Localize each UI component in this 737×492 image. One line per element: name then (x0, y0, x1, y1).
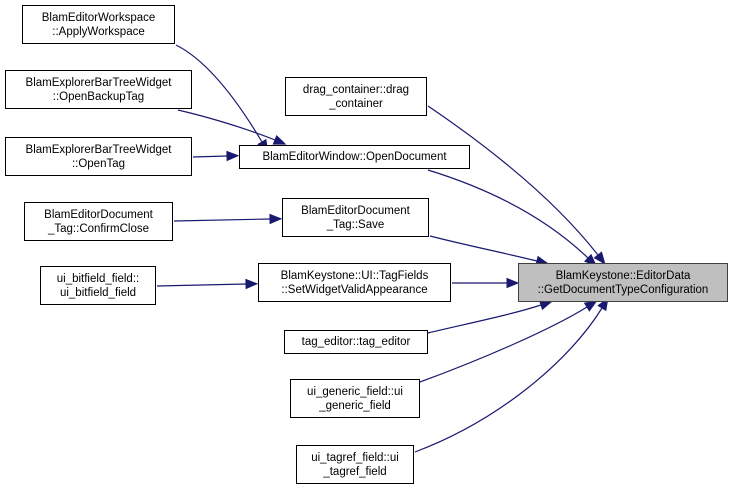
node-open-document[interactable]: BlamEditorWindow::OpenDocument (239, 145, 470, 169)
node-label-line: BlamKeystone::EditorData (555, 269, 691, 282)
edge-apply-workspace-to-open-document (175, 44, 263, 143)
node-label-line: _Tag::ConfirmClose (48, 222, 149, 235)
edge-arrowhead (506, 277, 520, 289)
node-label-line: drag_container::drag (302, 83, 410, 96)
node-label-line: tag_editor::tag_editor (301, 336, 411, 348)
node-label-line: _container (329, 97, 383, 110)
edge-confirm-close-to-save (173, 218, 271, 222)
node-ui-generic-field[interactable]: ui_generic_field::ui_generic_field (290, 379, 420, 418)
node-label-line: BlamExplorerBarTreeWidget (25, 76, 172, 89)
node-label-line: BlamEditorDocument (44, 208, 153, 221)
node-label-line: BlamKeystone::UI::TagFields (280, 269, 429, 282)
node-label-line: ::GetDocumentTypeConfiguration (537, 283, 709, 296)
node-confirm-close[interactable]: BlamEditorDocument_Tag::ConfirmClose (24, 202, 173, 241)
edge-ui-bitfield-field-to-set-widget-valid (156, 283, 247, 287)
node-drag-container[interactable]: drag_container::drag_container (285, 77, 427, 116)
edge-open-document-to-get-doc-type-config (427, 169, 589, 259)
node-label-line: ui_generic_field::ui (307, 385, 403, 398)
node-label-line: _tagref_field (323, 465, 387, 478)
edge-ui-generic-field-to-get-doc-type-config (419, 306, 588, 383)
edge-arrowhead (226, 150, 240, 162)
node-ui-tagref-field[interactable]: ui_tagref_field::ui_tagref_field (296, 445, 414, 484)
edge-drag-container-to-get-doc-type-config (427, 105, 599, 256)
edge-open-tag-to-open-document (192, 155, 228, 158)
node-open-tag[interactable]: BlamExplorerBarTreeWidget::OpenTag (5, 137, 192, 176)
node-label-line: ui_tagref_field::ui (311, 451, 399, 464)
edge-open-backup-tag-to-open-document (177, 109, 276, 141)
node-open-backup-tag[interactable]: BlamExplorerBarTreeWidget::OpenBackupTag (5, 70, 192, 109)
node-label-line: _generic_field (319, 399, 391, 412)
node-label-line: ui_bitfield_field (59, 286, 137, 299)
node-label-line: ::ApplyWorkspace (52, 25, 145, 38)
edge-ui-tagref-field-to-get-doc-type-config (414, 307, 603, 453)
node-ui-bitfield-field[interactable]: ui_bitfield_field::ui_bitfield_field (40, 266, 156, 305)
edge-arrowhead (269, 213, 283, 225)
edge-save-to-get-doc-type-config (429, 235, 538, 262)
node-label-line: ::OpenBackupTag (52, 90, 145, 103)
node-label-line: BlamEditorWindow::OpenDocument (262, 151, 447, 163)
node-label-line: ui_bitfield_field:: (56, 272, 140, 285)
node-label-line: ::SetWidgetValidAppearance (281, 283, 428, 296)
edge-arrowhead (538, 300, 553, 311)
edge-arrowhead (593, 251, 606, 265)
node-set-widget-valid[interactable]: BlamKeystone::UI::TagFields::SetWidgetVa… (258, 263, 451, 302)
node-apply-workspace[interactable]: BlamEditorWorkspace::ApplyWorkspace (22, 5, 175, 44)
node-save[interactable]: BlamEditorDocument_Tag::Save (282, 198, 429, 237)
node-label-line: ::OpenTag (71, 157, 126, 170)
node-label-line: _Tag::Save (326, 218, 385, 231)
edge-arrowhead (583, 300, 598, 312)
node-tag-editor[interactable]: tag_editor::tag_editor (284, 330, 428, 354)
node-label-line: BlamExplorerBarTreeWidget (25, 143, 172, 156)
edge-arrowhead (272, 134, 287, 145)
edge-arrowhead (245, 278, 259, 290)
node-get-doc-type-config: BlamKeystone::EditorData::GetDocumentTyp… (518, 263, 728, 302)
node-label-line: BlamEditorDocument (301, 204, 410, 217)
edge-tag-editor-to-get-doc-type-config (427, 304, 542, 334)
node-label-line: BlamEditorWorkspace (41, 11, 156, 24)
